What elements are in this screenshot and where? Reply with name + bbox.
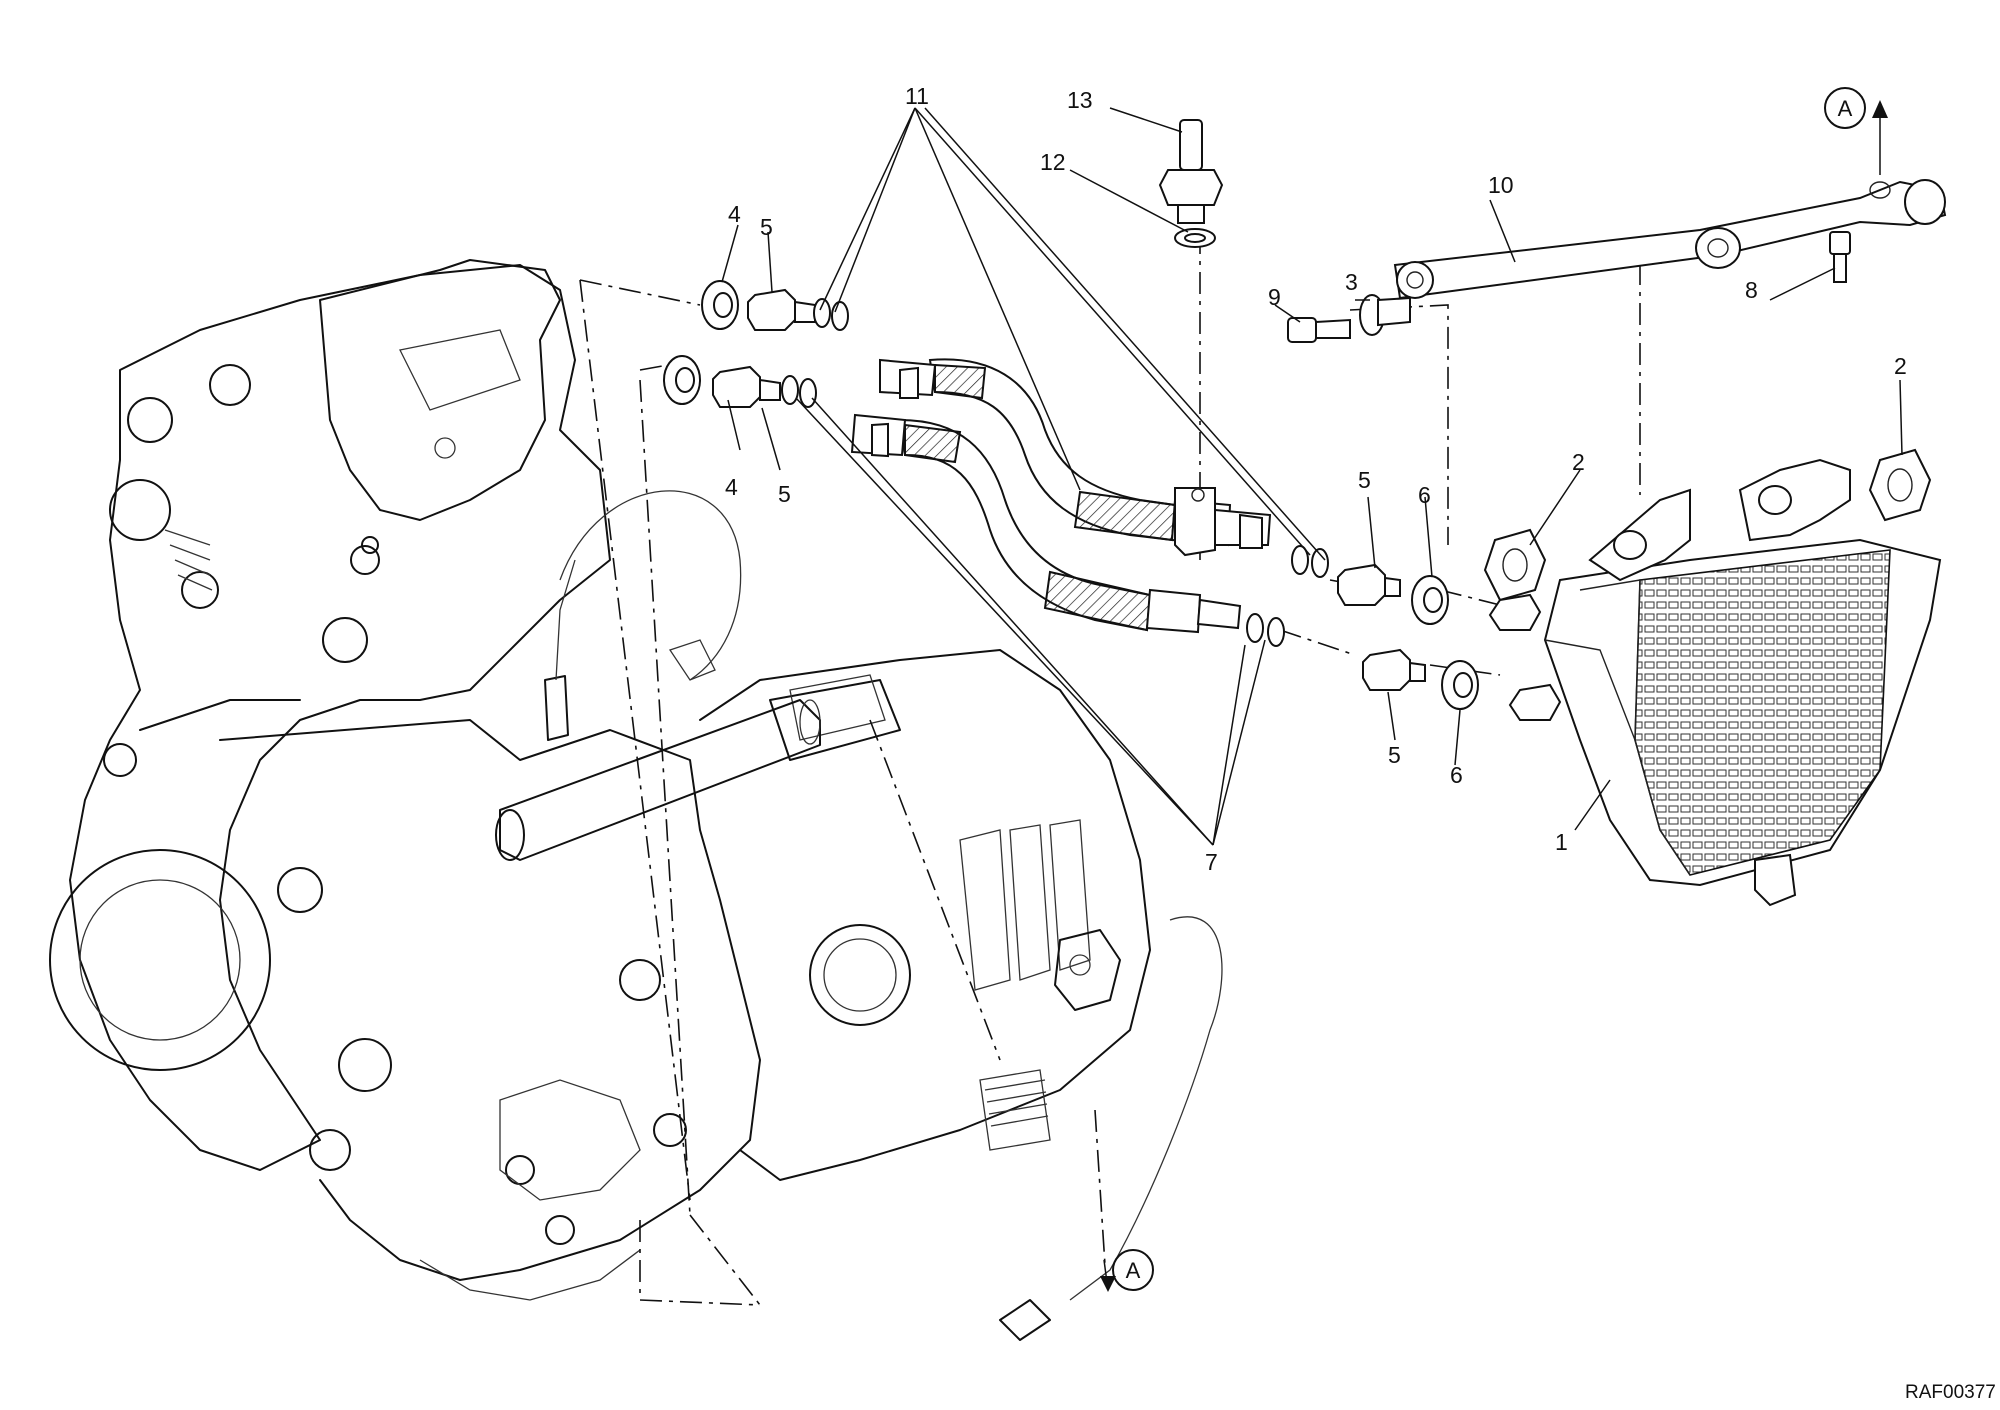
oil-hose-lower [898,418,1152,632]
svg-text:A: A [1838,96,1853,121]
callout-12: 12 [1040,149,1066,175]
washer-4-upper [701,280,739,330]
leader-lines [721,100,1903,1292]
washer-4-lower [663,355,701,405]
union-5-right-upper [1337,563,1401,606]
callout-5-right-lower: 5 [1388,742,1401,768]
drawing-code: RAF00377 [1905,1382,1996,1403]
callout-9: 9 [1268,284,1281,310]
callout-labels: 11 13 12 10 4 5 9 3 8 2 4 5 5 6 2 5 6 1 … [725,83,1907,875]
screw-9 [1287,317,1351,343]
union-5-upper [747,288,816,331]
washer-6-upper [1411,575,1449,625]
callout-6-upper: 6 [1418,482,1431,508]
callout-2-left: 2 [1572,449,1585,475]
callout-2-right: 2 [1894,353,1907,379]
washer-6-lower [1441,660,1479,710]
pressure-sensor-13 [1158,119,1224,224]
union-5-right-lower [1362,648,1426,691]
callout-3: 3 [1345,269,1358,295]
hose-fittings [850,358,1272,634]
sealing-washer-12 [1174,228,1216,248]
support-bracket-10 [1393,179,1947,300]
svg-text:A: A [1126,1258,1141,1283]
callout-6-lower: 6 [1450,762,1463,788]
callout-10: 10 [1488,172,1514,198]
reference-marker-a-top: A [1824,87,1866,129]
o-rings-7 [781,375,1285,647]
callout-5-lower: 5 [778,481,791,507]
engine-assembly [49,259,1223,1341]
callout-5-upper: 5 [760,214,773,240]
o-rings-11 [813,298,1329,578]
grommet-2-left [1483,528,1547,602]
callout-4-upper: 4 [728,201,741,227]
union-5-lower [712,365,781,408]
callout-8: 8 [1745,277,1758,303]
callout-5-right-upper: 5 [1358,467,1371,493]
spacer-3 [1359,294,1411,336]
callout-1: 1 [1555,829,1568,855]
reference-marker-a-bottom: A [1112,1249,1154,1291]
screw-8 [1829,231,1851,283]
callout-11: 11 [905,83,929,109]
grommet-2-right [1868,448,1932,522]
callout-7: 7 [1205,849,1218,875]
oil-cooler-1 [1488,458,1942,907]
callout-4-lower: 4 [725,474,738,500]
callout-13: 13 [1067,87,1093,113]
oil-hose-upper [928,358,1177,542]
